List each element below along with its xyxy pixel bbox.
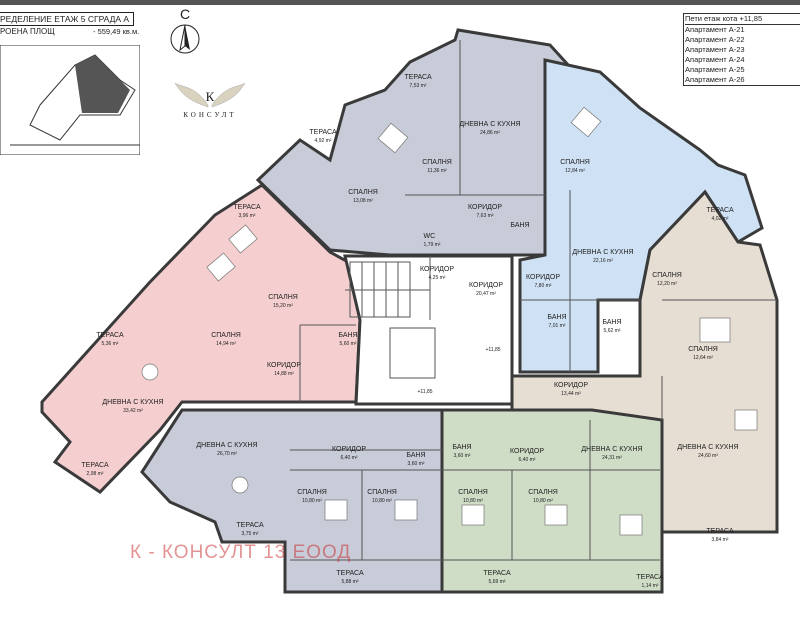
wings-icon bbox=[174, 82, 246, 108]
apartment-zone-gray-top bbox=[255, 28, 583, 257]
legend-item: Апартамент А-25 bbox=[685, 65, 745, 74]
north-compass: С bbox=[168, 6, 202, 66]
legend-item: Апартамент А-23 bbox=[685, 45, 745, 54]
stairs bbox=[349, 261, 436, 379]
logo-letter: К bbox=[205, 89, 215, 104]
company-logo: К КОНСУЛТ bbox=[170, 75, 250, 135]
apartment-legend: Пети етаж кота +11,85 Апартамент А-21 Ап… bbox=[683, 13, 800, 86]
apartment-zone-green bbox=[440, 408, 664, 594]
key-plan bbox=[0, 45, 140, 155]
interior-walls bbox=[290, 40, 777, 561]
legend-item: Апартамент А-22 bbox=[685, 35, 745, 44]
plan-title: РЕДЕЛЕНИЕ ЕТАЖ 5 СГРАДА А bbox=[0, 12, 135, 26]
watermark: К - КОНСУЛТ 13 ЕООД bbox=[130, 542, 352, 563]
area-value: - 559,49 кв.м. bbox=[93, 27, 140, 36]
compass-label: С bbox=[179, 6, 191, 22]
compass-icon bbox=[170, 24, 200, 54]
legend-item: Апартамент А-24 bbox=[685, 55, 745, 64]
area-label: РОЕНА ПЛОЩ bbox=[0, 27, 55, 36]
level-mark: +11,85 bbox=[417, 389, 433, 395]
top-bar bbox=[0, 0, 800, 5]
level-mark: +11,85 bbox=[485, 347, 501, 353]
legend-title: Пети етаж кота +11,85 bbox=[685, 14, 800, 25]
legend-item: Апартамент А-21 bbox=[685, 25, 745, 34]
furniture bbox=[141, 106, 758, 536]
legend-item: Апартамент А-26 bbox=[685, 75, 745, 84]
logo-name: КОНСУЛТ bbox=[183, 111, 237, 119]
common-core bbox=[343, 254, 514, 406]
room-label: БАНЯ bbox=[510, 222, 530, 229]
